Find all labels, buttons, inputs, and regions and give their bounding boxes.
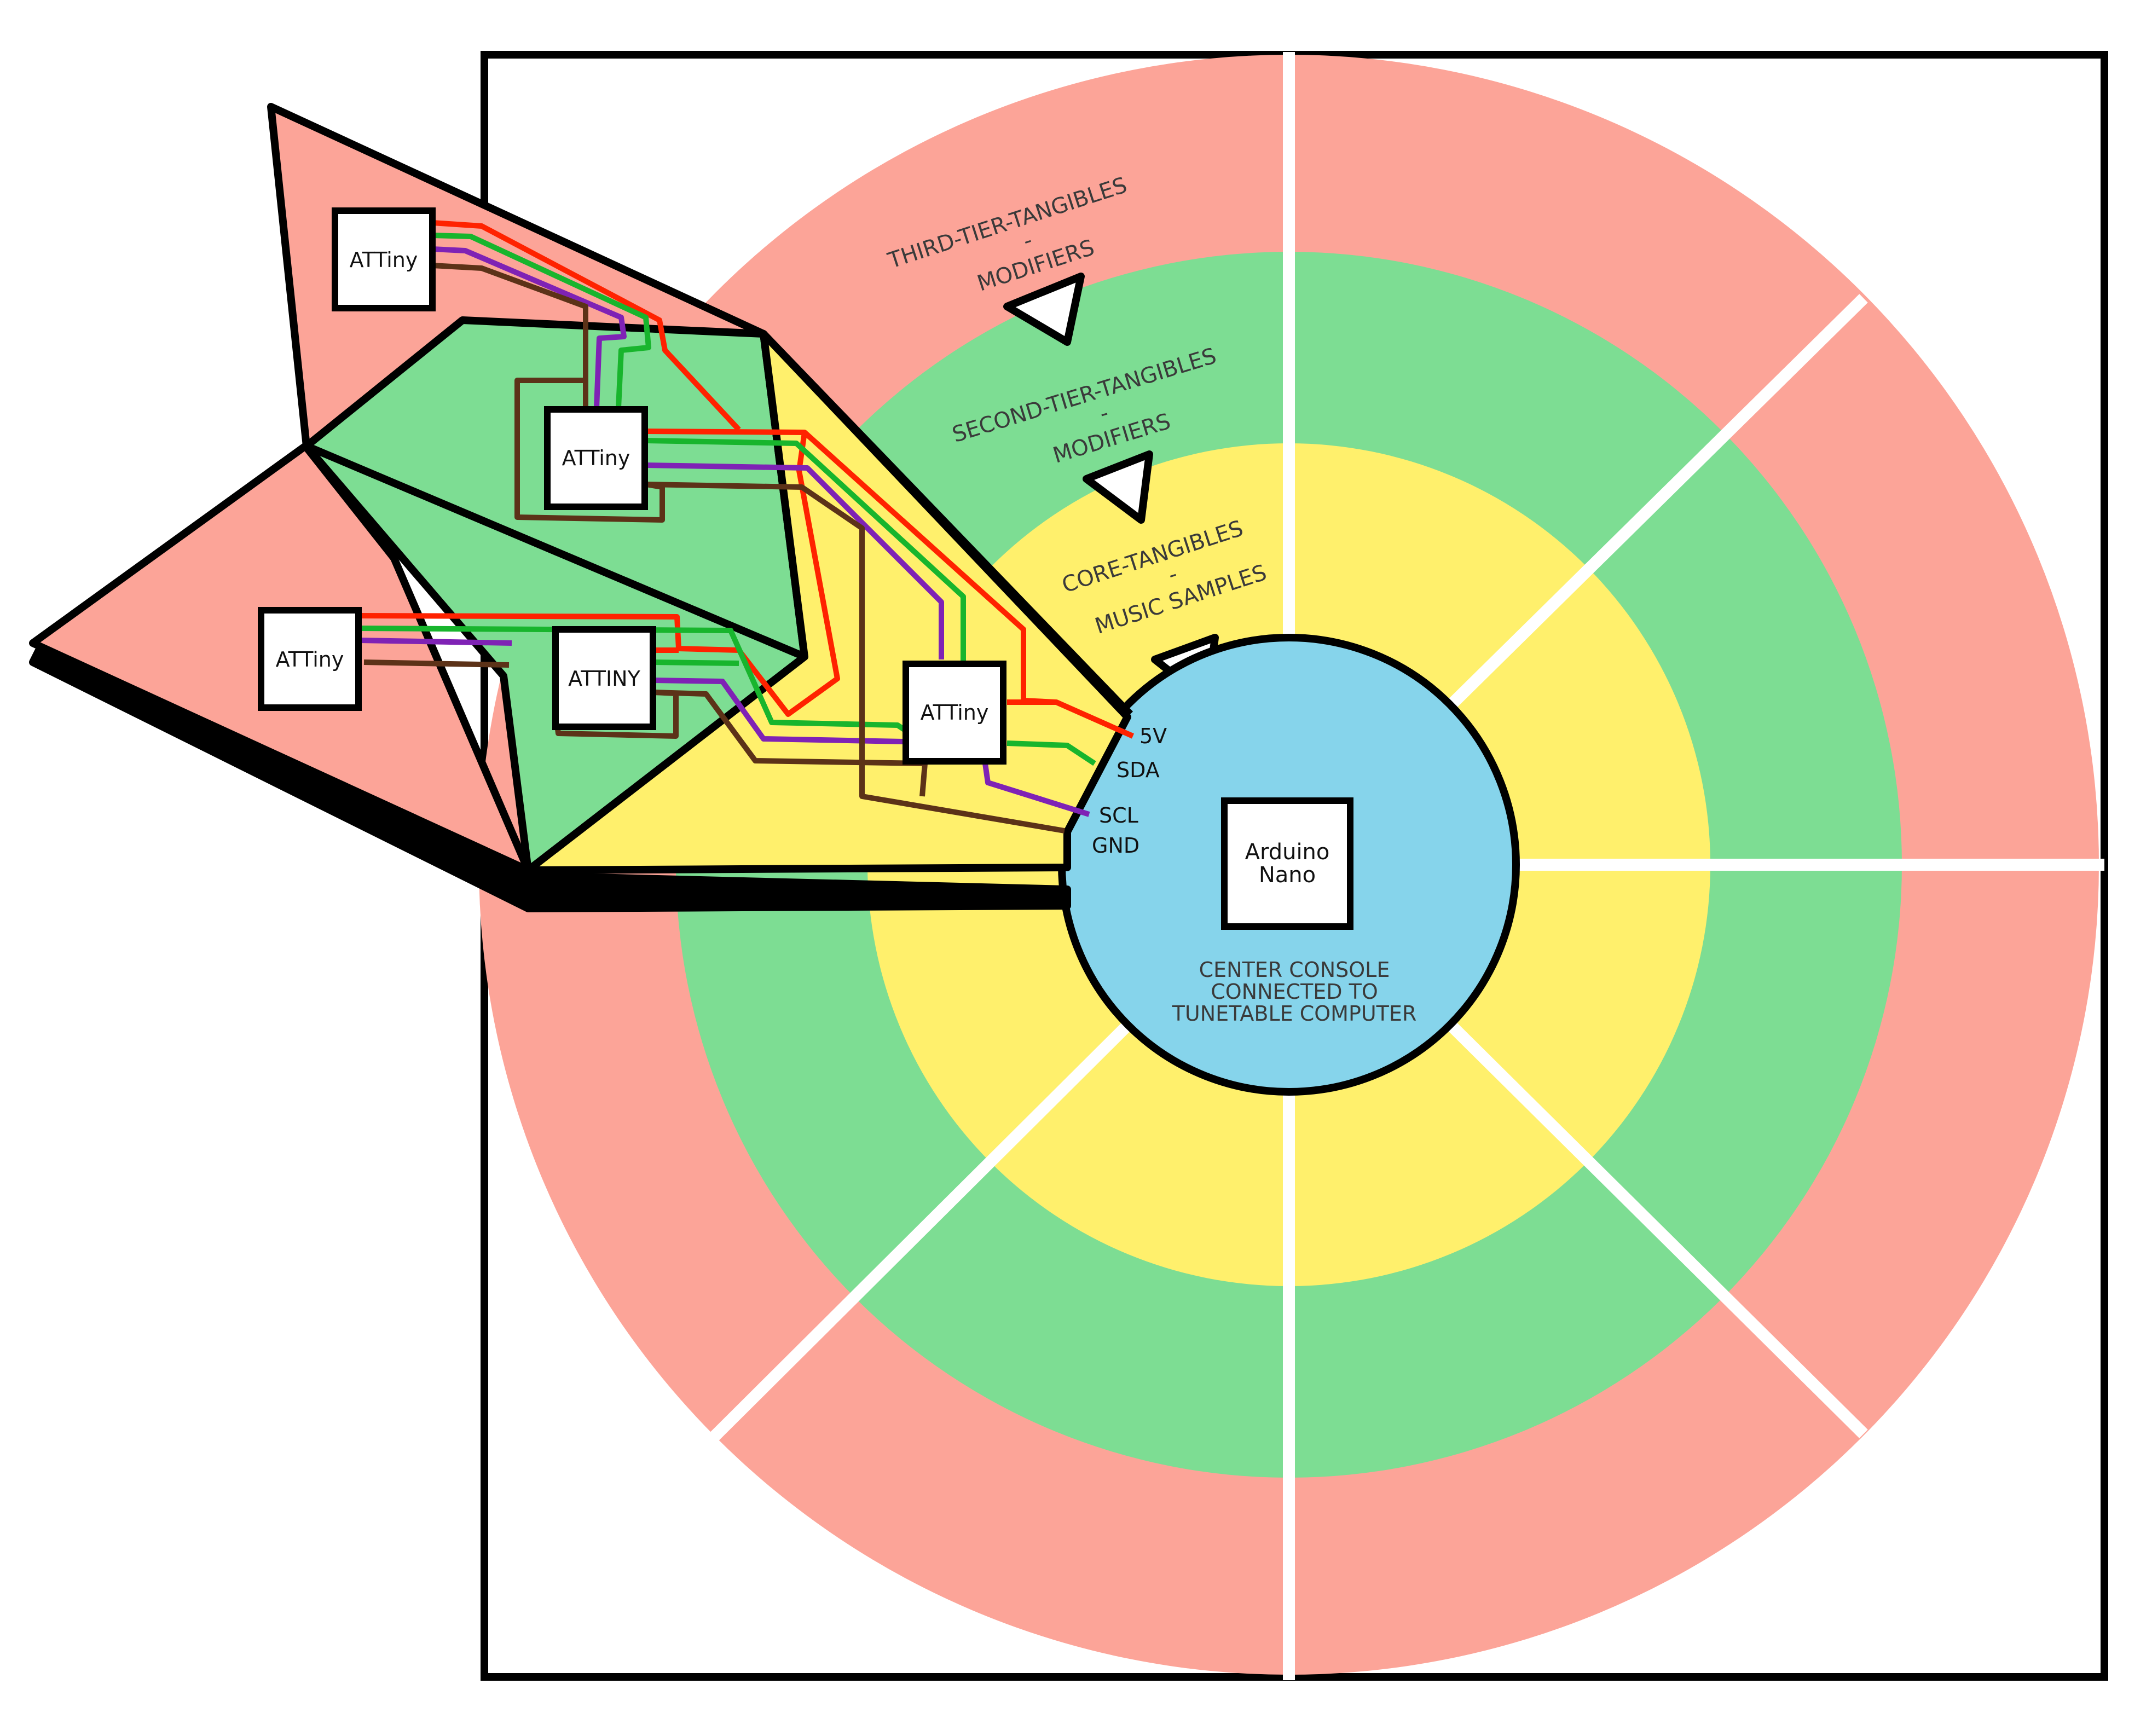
pin-label-sda: SDA [1117, 758, 1160, 782]
wire-5v-top-left [432, 220, 741, 432]
wire-scl-middle [653, 678, 904, 744]
wire-sda-middle [653, 659, 739, 666]
console-caption-line1: CENTER CONSOLE [1199, 958, 1390, 982]
second-tier-arrow [1083, 450, 1153, 524]
core-tile-edge [760, 331, 1133, 717]
wire-gnd-right [919, 763, 928, 797]
attiny-chip-left: ATTiny [258, 607, 362, 711]
attiny-chip-top-left-body [332, 207, 436, 311]
attiny-chip-middle: ATTINY [552, 626, 656, 730]
third-tier-arrow [1003, 273, 1085, 346]
console-caption-line2: CONNECTED TO [1211, 980, 1378, 1004]
wires-5v [359, 220, 1135, 739]
attiny-chip-top-left: ATTiny [332, 207, 436, 311]
attiny-chip-middle-body [552, 626, 656, 730]
wire-scl-upper-middle [645, 462, 944, 659]
wire-scl-right [982, 763, 1090, 817]
attiny-chip-left-label: ATTiny [276, 647, 344, 672]
wire-scl-left [359, 638, 512, 646]
attiny-chip-upper-middle: ATTiny [544, 406, 648, 510]
wire-gnd-top-left [432, 263, 588, 408]
pin-label-5v: 5V [1139, 724, 1167, 748]
attiny-chip-upper-middle-label: ATTiny [562, 446, 630, 470]
attiny-chip-top-left-label: ATTiny [350, 248, 418, 272]
wire-gnd-left [363, 659, 510, 668]
second-tier-tile-fold [305, 442, 806, 661]
attiny-chip-upper-middle-body [544, 406, 648, 510]
attiny-chip-left-body [258, 607, 362, 711]
arduino-nano-board [1221, 797, 1353, 930]
attiny-chip-middle-label: ATTINY [568, 667, 640, 691]
wire-sda-top-left [432, 233, 651, 408]
console-caption-line3: TUNETABLE COMPUTER [1172, 1002, 1417, 1026]
wire-scl-top-left [432, 246, 627, 408]
wire-5v-upper-middle [645, 429, 1135, 739]
arduino-label-line2: Nano [1259, 863, 1316, 888]
attiny-chip-right-body [903, 661, 1006, 765]
pin-label-scl: SCL [1099, 803, 1138, 828]
attiny-chip-right: ATTiny [903, 661, 1006, 765]
wires-scl [359, 246, 1090, 817]
wire-sda-left [359, 626, 907, 733]
wire-sda-right [1006, 740, 1096, 766]
wire-gnd-upper-middle [645, 482, 1065, 834]
wires-sda [359, 233, 1096, 766]
wire-5v-left [359, 432, 840, 717]
tile-stack-base [29, 647, 1071, 912]
pin-label-gnd: GND [1092, 834, 1139, 858]
arduino-label-line1: Arduino [1245, 840, 1330, 865]
wire-gnd-middle [653, 690, 925, 766]
attiny-chip-right-label: ATTiny [921, 701, 989, 725]
